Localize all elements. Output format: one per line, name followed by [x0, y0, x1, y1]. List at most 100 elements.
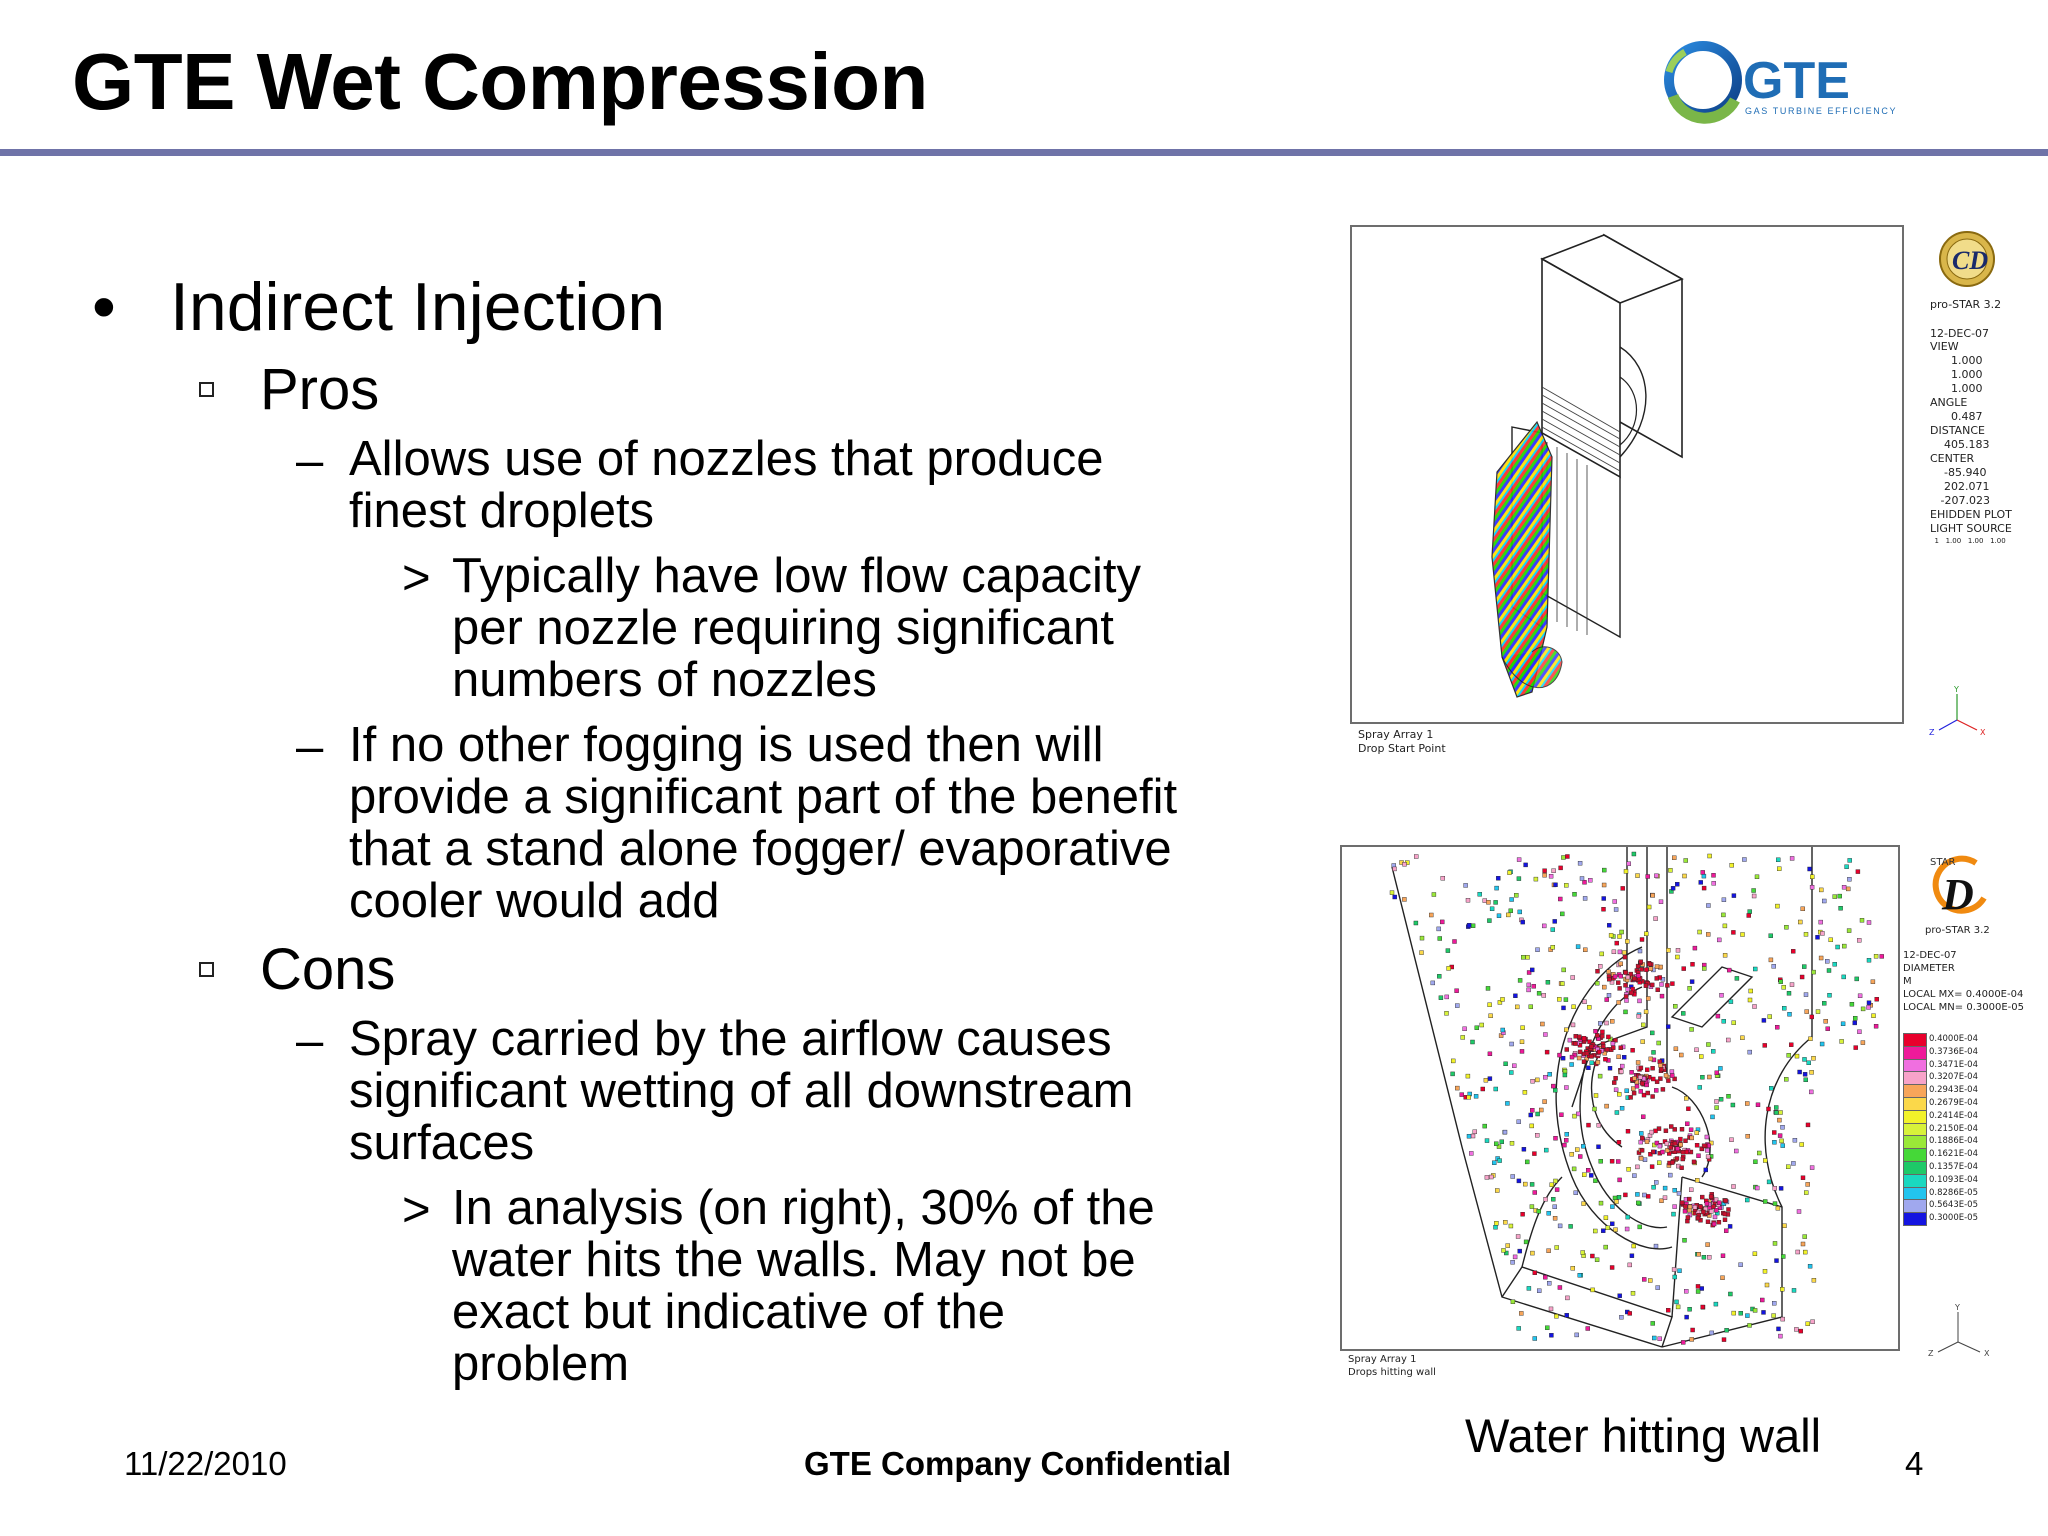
droplet	[1438, 995, 1444, 1000]
droplet	[1589, 1060, 1594, 1065]
axis-triad-icon: Y X Z	[1928, 1303, 1990, 1358]
droplet	[1681, 1340, 1686, 1345]
droplet	[1516, 1326, 1521, 1331]
droplet	[1616, 1159, 1621, 1164]
droplet	[1718, 1066, 1723, 1071]
droplet	[1651, 1076, 1656, 1082]
droplet	[1503, 1061, 1508, 1067]
droplet	[1497, 1000, 1503, 1005]
droplet	[1598, 964, 1603, 969]
droplet	[1610, 1204, 1615, 1209]
droplet	[1469, 1151, 1474, 1156]
droplet	[1623, 970, 1628, 975]
droplet	[1670, 1160, 1675, 1165]
droplet	[1607, 976, 1612, 982]
droplet	[1666, 1024, 1671, 1029]
droplet	[1638, 1074, 1643, 1080]
droplet	[1731, 1184, 1736, 1189]
droplet	[1493, 1086, 1499, 1092]
droplet	[1551, 1083, 1556, 1089]
droplet	[1657, 1336, 1662, 1341]
droplet	[1800, 1241, 1806, 1247]
droplet	[1669, 1124, 1674, 1129]
legend-label: 0.5643E-05	[1929, 1200, 1978, 1211]
droplet	[1763, 1158, 1768, 1163]
droplet	[1679, 1052, 1684, 1058]
droplet	[1462, 1026, 1467, 1032]
droplet	[1477, 892, 1482, 897]
droplet	[1660, 1087, 1666, 1092]
droplet	[1611, 1045, 1616, 1050]
droplet	[1632, 1076, 1637, 1081]
droplet	[1622, 954, 1628, 960]
info-line: LOCAL MN= 0.3000E-05	[1903, 1002, 2024, 1013]
pros-item-2-line-1: If no other fogging is used then will	[349, 718, 1104, 772]
droplet	[1623, 869, 1629, 874]
droplet	[1714, 1070, 1719, 1076]
droplet	[1530, 1250, 1535, 1256]
droplet	[1402, 861, 1407, 867]
figure-bottom-product: pro-STAR 3.2	[1925, 925, 1990, 936]
droplet	[1761, 1018, 1767, 1023]
droplet	[1646, 996, 1651, 1001]
legend-label: 0.1357E-04	[1929, 1162, 1978, 1172]
info-line: -85.940	[1930, 466, 1987, 479]
dash-marker: –	[296, 434, 324, 488]
droplet	[1721, 897, 1727, 902]
droplet	[1705, 1154, 1711, 1159]
droplet	[1809, 1070, 1814, 1075]
droplet	[1789, 1042, 1794, 1047]
droplet	[1841, 885, 1847, 890]
droplet	[1654, 964, 1660, 969]
droplet	[1879, 954, 1884, 959]
droplet	[1553, 1088, 1558, 1093]
droplet	[1711, 873, 1716, 878]
droplet	[1480, 1086, 1486, 1092]
droplet	[1763, 1199, 1768, 1204]
droplet	[1482, 1123, 1487, 1129]
droplet	[1673, 1003, 1678, 1009]
bullet-marker: •	[92, 269, 116, 345]
droplet	[1651, 1149, 1656, 1155]
droplet	[1576, 1055, 1582, 1061]
droplet	[1499, 1139, 1505, 1144]
droplet	[1791, 1288, 1797, 1293]
droplet	[1517, 909, 1523, 915]
droplet	[1601, 907, 1606, 912]
droplet	[1751, 888, 1756, 893]
info-line: CENTER	[1930, 452, 1975, 465]
droplet	[1596, 1123, 1602, 1128]
svg-text:STAR: STAR	[1930, 857, 1956, 868]
droplet	[1701, 1209, 1706, 1215]
cfd-plot-frame	[1340, 845, 1900, 1351]
droplet	[1567, 1037, 1573, 1043]
droplet	[1628, 1095, 1633, 1100]
droplet	[1798, 919, 1803, 925]
droplet	[1804, 1009, 1809, 1014]
droplet	[1805, 1321, 1810, 1326]
droplet	[1470, 1039, 1475, 1045]
droplet	[1541, 923, 1547, 929]
droplet	[1553, 1178, 1558, 1184]
droplet	[1504, 1250, 1509, 1256]
droplet	[1680, 1150, 1686, 1155]
droplet	[1487, 1002, 1492, 1007]
droplet	[1557, 1285, 1563, 1290]
droplet	[1665, 1148, 1670, 1153]
droplet	[1526, 970, 1532, 975]
pros-item-2-line-2: provide a significant part of the benefi…	[349, 770, 1178, 824]
info-line: DISTANCE	[1930, 424, 1985, 437]
droplet	[1623, 1009, 1628, 1015]
droplet	[1455, 1085, 1460, 1091]
droplet	[1713, 1301, 1719, 1307]
droplet	[1466, 1134, 1472, 1139]
droplet	[1616, 1195, 1622, 1200]
droplet	[1718, 1096, 1724, 1102]
droplet	[1722, 1211, 1728, 1217]
droplet	[1685, 1121, 1690, 1126]
droplet	[1747, 1049, 1752, 1055]
droplet	[1520, 955, 1526, 960]
svg-text:X: X	[1984, 1349, 1990, 1358]
droplet	[1700, 1304, 1705, 1310]
droplet	[1777, 1133, 1783, 1138]
